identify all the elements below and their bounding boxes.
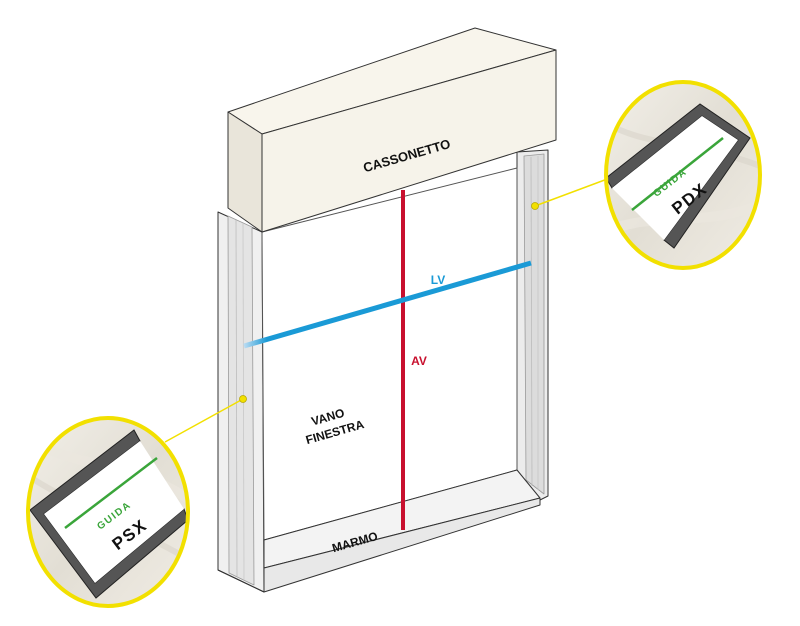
guide-line-left [64, 457, 158, 529]
right-jamb-inner [523, 153, 545, 495]
guide-line-right [631, 137, 724, 211]
callout-dot-left [239, 395, 247, 403]
height-label: AV [411, 354, 427, 368]
callout-leader-left [164, 398, 244, 443]
detail-pdx: GUIDA PDX [604, 80, 762, 270]
sill-front [263, 497, 541, 593]
callout-dot-right [531, 202, 539, 210]
width-label: LV [431, 273, 445, 287]
callout-leader-right [534, 177, 611, 207]
roller-box [227, 27, 557, 233]
width-line-lv [243, 260, 532, 349]
detail-psx: GUIDA PSX [26, 416, 190, 608]
roller-box-side [227, 111, 263, 233]
